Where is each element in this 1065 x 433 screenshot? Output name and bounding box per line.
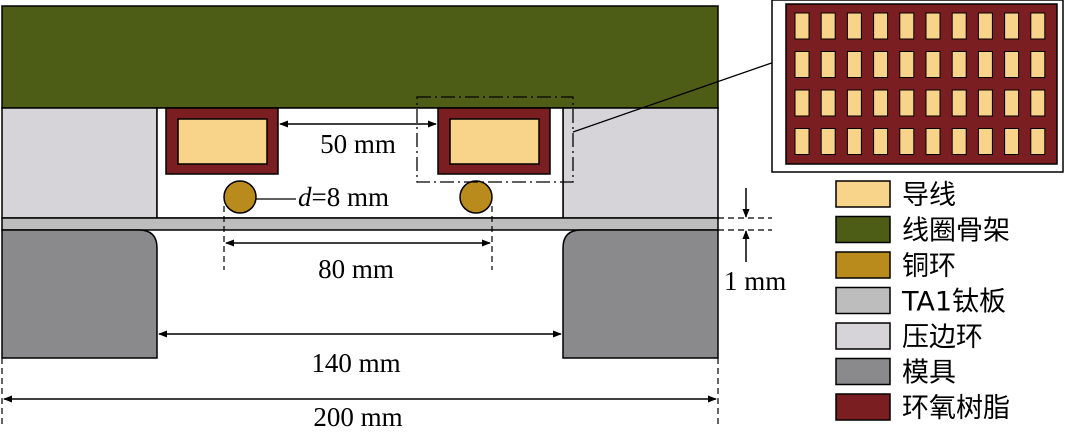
inset-conductor-strand: [1004, 89, 1020, 117]
inset-conductor-strand: [1030, 128, 1046, 155]
dim-d-label: d=8 mm: [298, 182, 389, 212]
legend-swatch-conductor: [835, 180, 891, 208]
inset-conductor-strand: [820, 12, 836, 40]
legend-swatch-epoxy: [835, 393, 891, 421]
inset-conductor-strand: [794, 12, 810, 40]
legend-label-die: 模具: [902, 358, 956, 389]
inset-conductor-strand: [1004, 51, 1020, 78]
legend-label-conductor: 导线: [902, 180, 956, 211]
inset-conductor-grid: [794, 12, 1046, 155]
legend-label-blank-holder: 压边环: [902, 322, 983, 353]
inset-conductor-strand: [925, 51, 941, 78]
legend-swatch-coil-frame: [835, 215, 891, 244]
zoom-box: [416, 96, 574, 183]
inset-conductor-strand: [873, 12, 889, 40]
coil-conductor-right: [449, 118, 540, 165]
inset-conductor-strand: [794, 89, 810, 117]
inset-conductor-strand: [951, 12, 967, 40]
dim-50-label: 50 mm: [320, 129, 396, 159]
inset-conductor-strand: [899, 128, 915, 155]
legend-label-copper-ring: 铜环: [902, 251, 956, 282]
dim-d-value: =8 mm: [312, 182, 389, 212]
inset-conductor-strand: [925, 89, 941, 117]
copper-ring-right: [459, 180, 493, 214]
inset-conductor-strand: [1030, 51, 1046, 78]
inset-conductor-strand: [820, 89, 836, 117]
inset-conductor-strand: [925, 12, 941, 40]
inset-conductor-strand: [1030, 89, 1046, 117]
inset-conductor-strand: [873, 51, 889, 78]
inset-conductor-strand: [951, 128, 967, 155]
inset-conductor-strand: [977, 128, 993, 155]
dim-140-label: 140 mm: [311, 348, 400, 378]
legend-swatch-copper-ring: [835, 251, 891, 279]
blank-holder-right: [562, 107, 719, 219]
inset-conductor-strand: [951, 51, 967, 78]
inset-conductor-strand: [951, 89, 967, 117]
inset-conductor-strand: [873, 128, 889, 155]
coil-conductor-left: [177, 118, 268, 165]
die-right: [562, 229, 719, 359]
dim-80-label: 80 mm: [318, 254, 394, 284]
inset-conductor-strand: [925, 128, 941, 155]
inset-conductor-strand: [899, 89, 915, 117]
copper-ring-left: [223, 180, 257, 214]
dim-d-var: d: [298, 182, 312, 212]
dim-1-label: 1 mm: [724, 266, 786, 296]
inset-conductor-strand: [846, 51, 862, 78]
inset-conductor-strand: [1030, 12, 1046, 40]
zoom-leader-line: [572, 57, 787, 133]
ta1-plate: [1, 217, 719, 231]
inset-conductor-strand: [873, 89, 889, 117]
legend-label-epoxy: 环氧树脂: [902, 393, 1010, 424]
inset-conductor-strand: [794, 51, 810, 78]
legend-swatch-die: [835, 357, 891, 386]
legend-label-ta1-plate: TA1钛板: [901, 287, 1006, 318]
die-left: [1, 229, 158, 359]
inset-conductor-strand: [977, 51, 993, 78]
inset-conductor-strand: [820, 51, 836, 78]
legend-label-coil-frame: 线圈骨架: [902, 216, 1010, 247]
dim-200-label: 200 mm: [313, 402, 402, 432]
inset-conductor-strand: [846, 89, 862, 117]
blank-holder-left: [1, 107, 158, 219]
inset-conductor-strand: [794, 128, 810, 155]
legend-swatch-ta1-plate: [835, 286, 891, 315]
inset-conductor-strand: [846, 12, 862, 40]
legend-swatch-blank-holder: [835, 322, 891, 350]
inset-conductor-strand: [1004, 128, 1020, 155]
inset-conductor-strand: [846, 128, 862, 155]
inset-conductor-strand: [899, 12, 915, 40]
inset-conductor-strand: [1004, 12, 1020, 40]
inset-conductor-strand: [820, 128, 836, 155]
coil-frame: [1, 5, 719, 109]
inset-conductor-strand: [899, 51, 915, 78]
inset-conductor-strand: [977, 89, 993, 117]
inset-conductor-strand: [977, 12, 993, 40]
